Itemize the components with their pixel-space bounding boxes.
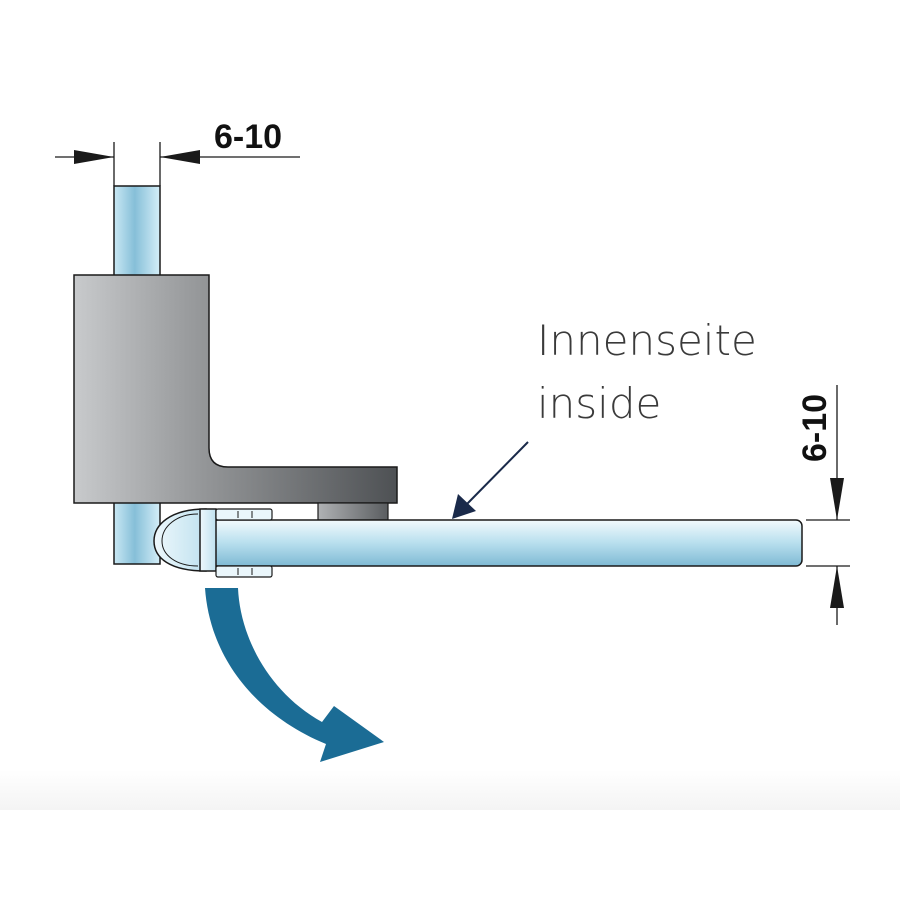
top-dimension: [55, 142, 300, 186]
door-glass-panel: [211, 519, 803, 567]
label-innenseite: Innenseite: [537, 316, 757, 365]
floor-shadow-band: [0, 770, 900, 810]
label-inside: inside: [537, 379, 661, 428]
top-dimension-value: 6-10: [214, 118, 282, 156]
curved-arrow-icon: [205, 588, 384, 762]
inside-pointer-arrow: [452, 441, 529, 519]
hinge-bracket: [73, 274, 398, 504]
seal-profile: [153, 508, 273, 578]
right-dimension-value: 6-10: [796, 394, 834, 462]
right-dimension: [806, 385, 850, 625]
clamp-pad: [317, 502, 389, 521]
fixed-glass-panel-top: [113, 185, 161, 281]
